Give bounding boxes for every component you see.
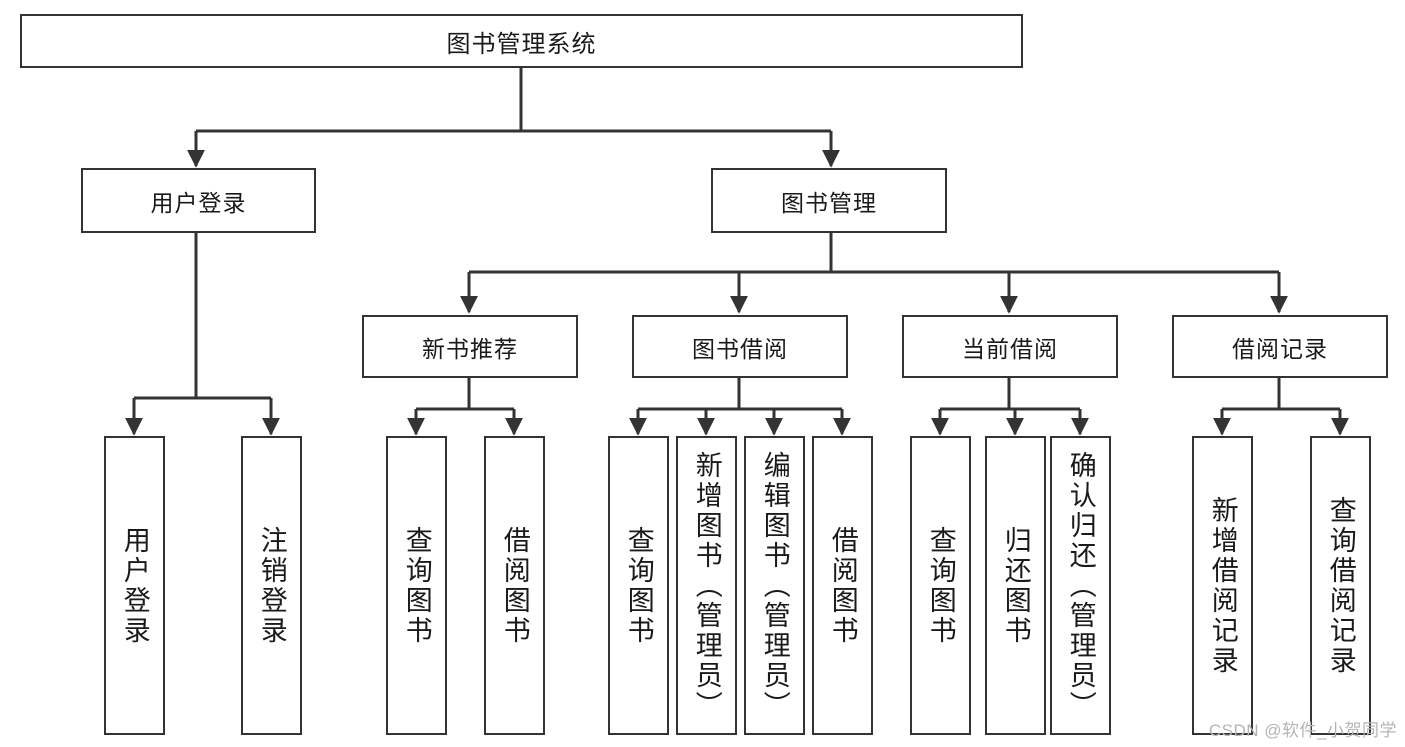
node-leaf-edit-book-label: 编辑图书（管理员）: [759, 450, 790, 721]
watermark: CSDN @软件_小贺同学: [1208, 721, 1397, 740]
node-leaf-query-record-label: 查询借阅记录: [1325, 495, 1356, 676]
node-borrow-record-label: 借阅记录: [1232, 335, 1328, 362]
node-current-borrow[interactable]: 当前借阅: [902, 315, 1118, 378]
node-book-borrow-label: 图书借阅: [692, 335, 788, 362]
node-leaf-user-login[interactable]: 用户登录: [104, 436, 165, 735]
node-user-login-label: 用户登录: [150, 189, 247, 216]
node-leaf-query-book-2-label: 查询图书: [623, 525, 654, 646]
node-leaf-borrow-book-1[interactable]: 借阅图书: [484, 436, 545, 735]
node-current-borrow-label: 当前借阅: [962, 335, 1058, 362]
node-book-borrow[interactable]: 图书借阅: [632, 315, 848, 378]
node-borrow-record[interactable]: 借阅记录: [1172, 315, 1388, 378]
node-leaf-add-record-label: 新增借阅记录: [1207, 495, 1238, 676]
node-leaf-query-book-1-label: 查询图书: [401, 525, 432, 646]
node-new-book-recommend-label: 新书推荐: [422, 335, 518, 362]
node-user-login[interactable]: 用户登录: [81, 168, 316, 233]
node-leaf-query-record[interactable]: 查询借阅记录: [1310, 436, 1371, 735]
node-new-book-recommend[interactable]: 新书推荐: [362, 315, 578, 378]
node-leaf-return-book[interactable]: 归还图书: [985, 436, 1046, 735]
node-leaf-user-login-label: 用户登录: [119, 525, 150, 646]
node-leaf-query-book-3-label: 查询图书: [925, 525, 956, 646]
node-leaf-logout-label: 注销登录: [256, 525, 287, 646]
node-leaf-borrow-book-1-label: 借阅图书: [499, 525, 530, 646]
node-root-label: 图书管理系统: [446, 30, 597, 58]
node-leaf-confirm-return-label: 确认归还（管理员）: [1065, 450, 1096, 721]
node-leaf-edit-book[interactable]: 编辑图书（管理员）: [744, 436, 805, 735]
node-leaf-logout[interactable]: 注销登录: [241, 436, 302, 735]
node-leaf-add-book-label: 新增图书（管理员）: [691, 450, 722, 721]
node-leaf-borrow-book-2[interactable]: 借阅图书: [812, 436, 873, 735]
node-leaf-add-book[interactable]: 新增图书（管理员）: [676, 436, 737, 735]
node-leaf-query-book-3[interactable]: 查询图书: [910, 436, 971, 735]
node-leaf-borrow-book-2-label: 借阅图书: [827, 525, 858, 646]
node-leaf-confirm-return[interactable]: 确认归还（管理员）: [1050, 436, 1111, 735]
node-leaf-add-record[interactable]: 新增借阅记录: [1192, 436, 1253, 735]
node-leaf-query-book-1[interactable]: 查询图书: [386, 436, 447, 735]
node-book-management[interactable]: 图书管理: [711, 168, 947, 233]
node-root[interactable]: 图书管理系统: [20, 14, 1023, 68]
node-leaf-return-book-label: 归还图书: [1000, 525, 1031, 646]
node-leaf-query-book-2[interactable]: 查询图书: [608, 436, 669, 735]
node-book-management-label: 图书管理: [781, 189, 877, 216]
